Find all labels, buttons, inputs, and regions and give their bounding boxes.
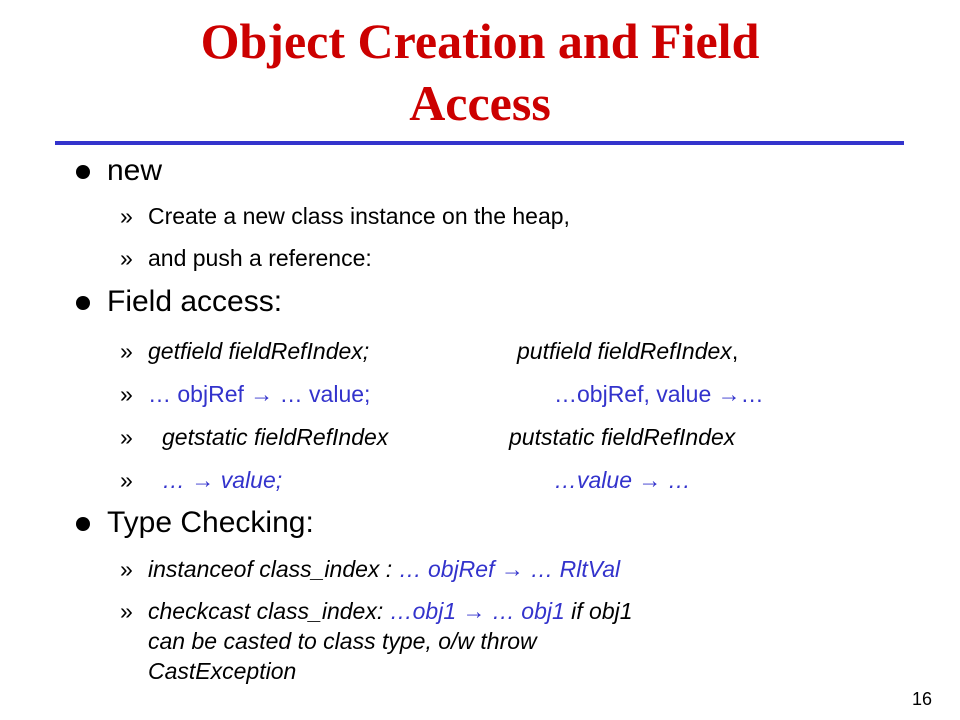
slide-title-line-2: Access bbox=[409, 75, 551, 131]
getfield-stack-text: … objRef → … value; bbox=[148, 381, 371, 407]
instanceof-stack-text: … objRef → … RltVal bbox=[398, 556, 621, 582]
title-divider bbox=[55, 141, 904, 145]
instanceof-text: instanceof class_index : bbox=[148, 556, 393, 582]
section-heading-new: new bbox=[107, 154, 163, 187]
section-heading-field-access: Field access: bbox=[107, 285, 283, 318]
bullet-dot-icon bbox=[76, 165, 90, 179]
checkcast-text: checkcast class_index: bbox=[148, 598, 384, 624]
checkcast-stack-text: …obj1 → … obj1 bbox=[389, 598, 565, 624]
section-heading-type-checking: Type Checking: bbox=[107, 506, 314, 539]
chevron-icon: » bbox=[120, 424, 133, 450]
bullet-dot-icon bbox=[76, 296, 90, 310]
bullet-dot-icon bbox=[76, 517, 90, 531]
checkcast-line-2: can be casted to class type, o/w throw bbox=[148, 628, 537, 654]
chevron-icon: » bbox=[120, 556, 133, 582]
checkcast-line-3: CastException bbox=[148, 658, 297, 684]
putfield-stack-text: …objRef, value →… bbox=[554, 381, 764, 407]
putfield-comma: , bbox=[731, 338, 739, 364]
new-item-text: Create a new class instance on the heap, bbox=[148, 203, 570, 229]
page-number: 16 bbox=[911, 689, 932, 709]
chevron-icon: » bbox=[120, 381, 133, 407]
chevron-icon: » bbox=[120, 338, 133, 364]
getstatic-stack-text: … → value; bbox=[162, 467, 283, 493]
slide-title: Object Creation and Field Access bbox=[0, 10, 960, 134]
getfield-text: getfield fieldRefIndex; bbox=[148, 338, 370, 364]
chevron-icon: » bbox=[120, 467, 133, 493]
chevron-icon: » bbox=[120, 203, 133, 229]
chevron-icon: » bbox=[120, 598, 133, 624]
putstatic-text: putstatic fieldRefIndex bbox=[509, 424, 736, 450]
slide-title-line-1: Object Creation and Field bbox=[200, 13, 760, 69]
getstatic-text: getstatic fieldRefIndex bbox=[162, 424, 389, 450]
new-item-text: and push a reference: bbox=[148, 245, 372, 271]
putstatic-stack-text: …value → … bbox=[554, 467, 691, 493]
chevron-icon: » bbox=[120, 245, 133, 271]
putfield-text: putfield fieldRefIndex bbox=[517, 338, 732, 364]
checkcast-condition-text: if obj1 bbox=[571, 598, 633, 624]
